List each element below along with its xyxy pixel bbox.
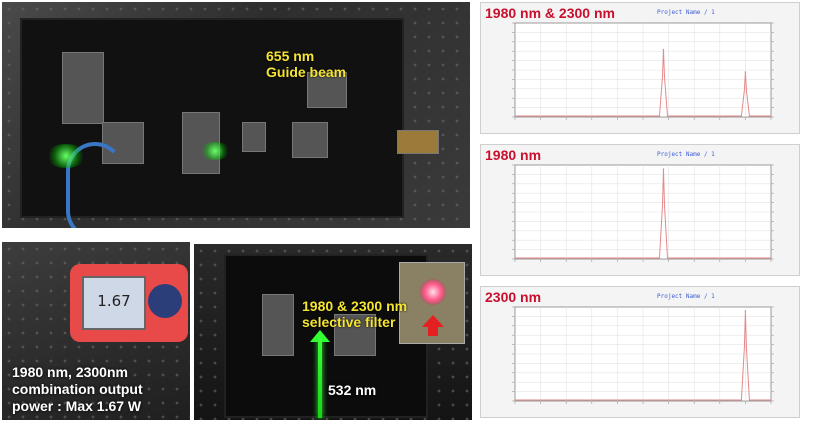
- main-setup-photo: 655 nm Guide beam: [2, 2, 470, 228]
- beam-532-label: 532 nm: [328, 382, 377, 398]
- filter-mount-left: [262, 294, 294, 356]
- chart-title: 1980 nm: [485, 147, 542, 163]
- guide-laser: [307, 72, 347, 108]
- green-beam: [318, 338, 322, 418]
- meter-keypad: [148, 284, 182, 318]
- green-glow-center: [200, 142, 230, 160]
- mirror-mount: [292, 122, 328, 158]
- laser-head: [62, 52, 104, 124]
- filter-mount-center: [334, 314, 376, 356]
- guide-beam-label: 655 nm Guide beam: [266, 48, 347, 80]
- ir-viewer-card: [399, 262, 465, 344]
- spectrum-svg: [512, 22, 774, 120]
- power-meter-photo: 1.67 1980 nm, 2300nm combination output …: [2, 242, 190, 420]
- green-glow-left: [46, 144, 86, 168]
- spectrum-chart-2300: 2300 nm Project Name / 1: [480, 286, 800, 418]
- output-power-caption: 1980 nm, 2300nm combination output power…: [12, 364, 143, 414]
- spectrum-peak: [662, 168, 665, 170]
- meter-reading: 1.67: [97, 292, 131, 310]
- chart-title: 2300 nm: [485, 289, 542, 305]
- beam-arrow-icon: [310, 330, 330, 342]
- fiber-cable: [66, 142, 124, 228]
- selective-filter-label: 1980 & 2300 nm selective filter: [302, 298, 408, 330]
- spectrum-peak: [744, 310, 747, 312]
- spectrum-chart-1980: 1980 nm Project Name / 1: [480, 144, 800, 276]
- spectrum-peak: [744, 71, 747, 73]
- up-arrow-icon: [422, 315, 444, 327]
- spectrum-chart-dual: 1980 nm & 2300 nm Project Name / 1: [480, 2, 800, 134]
- optical-component: [242, 122, 266, 152]
- spectrum-line: [515, 49, 771, 117]
- meter-screen: 1.67: [82, 276, 146, 330]
- red-laser-spot: [420, 279, 446, 305]
- up-arrow-stem: [428, 326, 438, 336]
- chart-subtitle: Project Name / 1: [657, 151, 715, 158]
- spectrum-peak: [662, 48, 665, 51]
- chart-subtitle: Project Name / 1: [657, 293, 715, 300]
- spectrum-svg: [512, 164, 774, 262]
- chart-title: 1980 nm & 2300 nm: [485, 5, 615, 21]
- power-meter-device: 1.67: [70, 264, 188, 342]
- spectrum-svg: [512, 306, 774, 404]
- output-port: [397, 130, 439, 154]
- filter-setup-photo: 1980 & 2300 nm selective filter 532 nm: [194, 244, 472, 420]
- chart-subtitle: Project Name / 1: [657, 9, 715, 16]
